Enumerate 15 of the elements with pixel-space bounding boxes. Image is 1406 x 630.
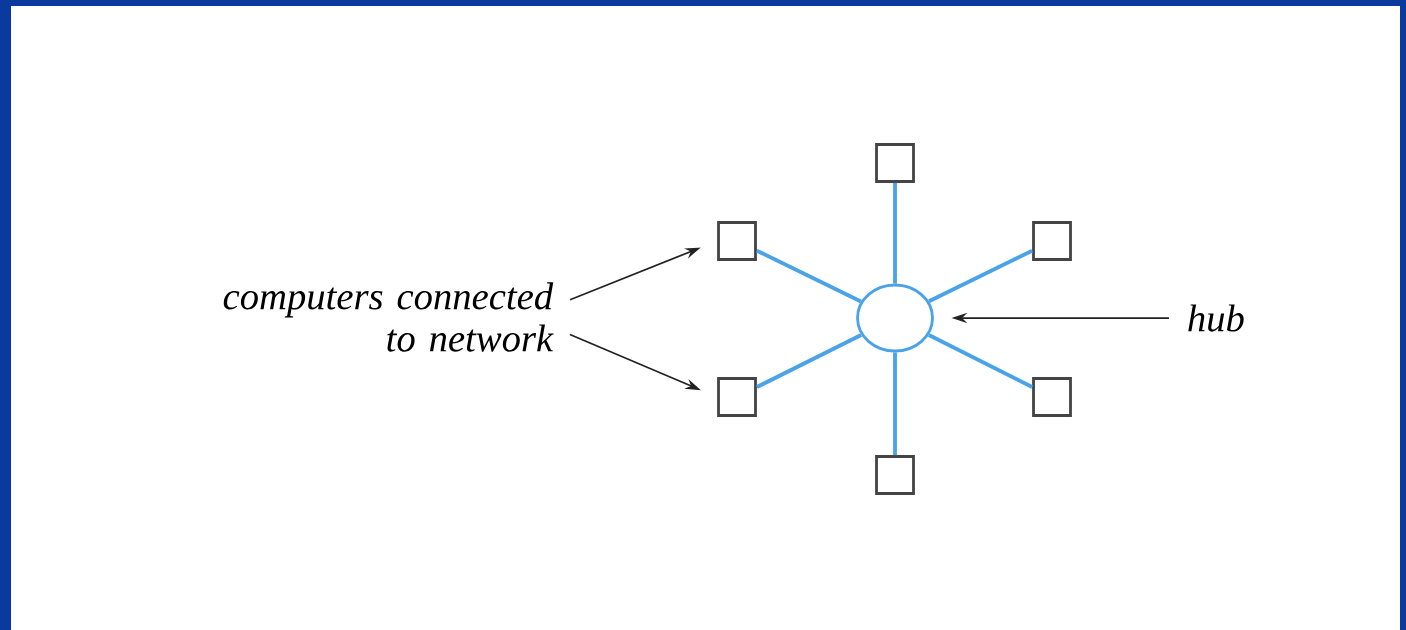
cable-line bbox=[928, 249, 1033, 304]
computer-box bbox=[717, 221, 757, 261]
cable-line bbox=[756, 248, 862, 304]
computer-box bbox=[717, 377, 757, 417]
computer-box bbox=[1032, 377, 1072, 417]
computer-box bbox=[1032, 221, 1072, 261]
computer-box bbox=[875, 455, 915, 495]
cable-line bbox=[893, 182, 897, 284]
callout-text: computers connected to network bbox=[223, 282, 554, 352]
cable-line bbox=[927, 333, 1033, 389]
hub-circle bbox=[856, 283, 934, 353]
computer-box bbox=[875, 143, 915, 183]
cable-line bbox=[893, 352, 897, 456]
callout-text: hub bbox=[1188, 304, 1244, 332]
cable-line bbox=[756, 333, 862, 389]
